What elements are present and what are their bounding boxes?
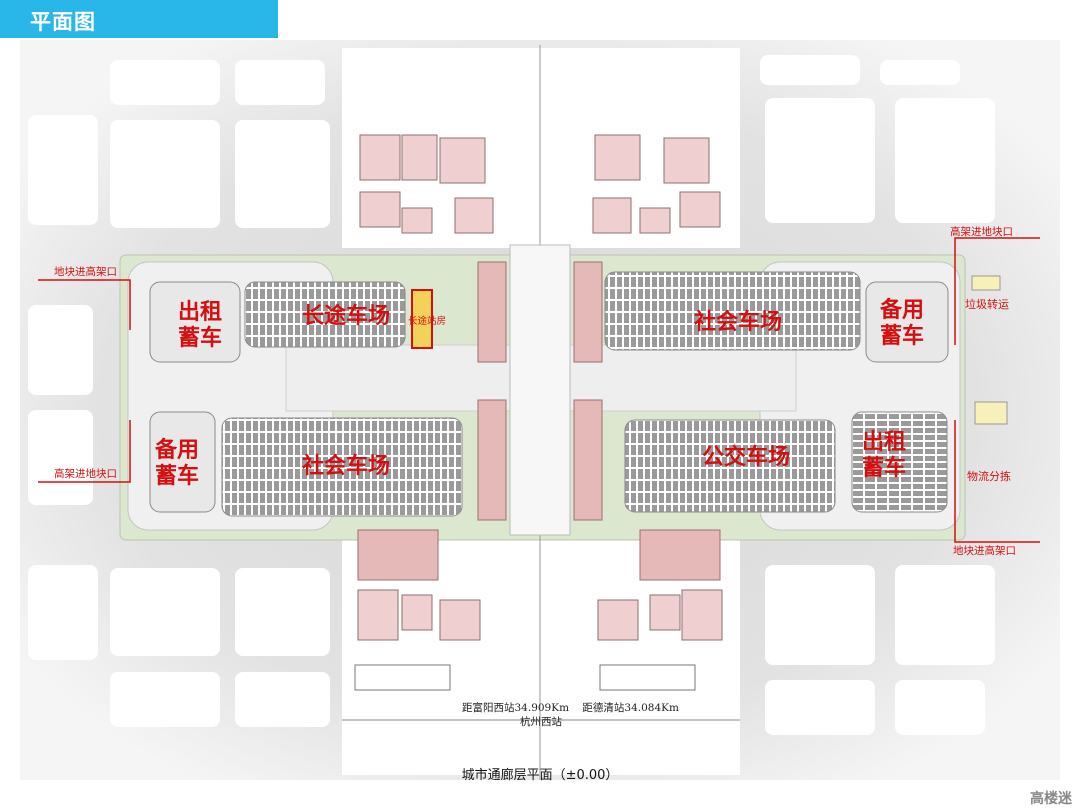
label-entrance-east-top: 高架进地块口 (950, 226, 1013, 238)
long-distance-station-box (411, 289, 433, 349)
zone-taxi-reserve-nw: 出租 蓄车 (178, 300, 223, 351)
south-buildings (357, 589, 723, 641)
label-garbage-transfer: 垃圾转运 (965, 298, 1009, 311)
parking-lots (149, 271, 949, 517)
station-name: 杭州西站 (520, 716, 562, 728)
city-blocks (28, 55, 995, 735)
label-long-distance-station: 长途站房 (408, 316, 447, 327)
distance-annotation: 距富阳西站34.909Km 距德清站34.084Km (462, 702, 679, 714)
label-entrance-west-top: 地块进高架口 (54, 266, 117, 278)
label-entrance-west-bottom: 高架进地块口 (54, 468, 117, 480)
south-outlines (354, 664, 696, 691)
station-buildings (357, 261, 721, 581)
rail-corridor (509, 244, 571, 536)
garbage-facility (971, 275, 1001, 291)
title-bar (0, 0, 278, 38)
zone-bus-lot: 公交车场 (702, 445, 791, 470)
entrance-arrows (38, 237, 1040, 543)
zone-long-distance-lot: 长途车场 (302, 304, 391, 329)
label-entrance-east-bottom: 地块进高架口 (953, 545, 1016, 557)
zone-reserve-sw: 备用 蓄车 (155, 438, 200, 489)
logistics-facility (974, 401, 1008, 425)
zone-reserve-ne: 备用 蓄车 (880, 298, 925, 349)
watermark-logo: 高楼迷 (1030, 791, 1072, 807)
north-buildings (359, 134, 721, 234)
zone-taxi-reserve-se: 出租 蓄车 (862, 430, 907, 481)
zone-social-lot-east: 社会车场 (694, 310, 783, 335)
page-title: 平面图 (30, 10, 96, 34)
label-logistics-sorting: 物流分拣 (967, 470, 1011, 483)
plan-caption: 城市通廊层平面（±0.00） (461, 768, 619, 783)
zone-social-lot-west: 社会车场 (302, 454, 391, 479)
